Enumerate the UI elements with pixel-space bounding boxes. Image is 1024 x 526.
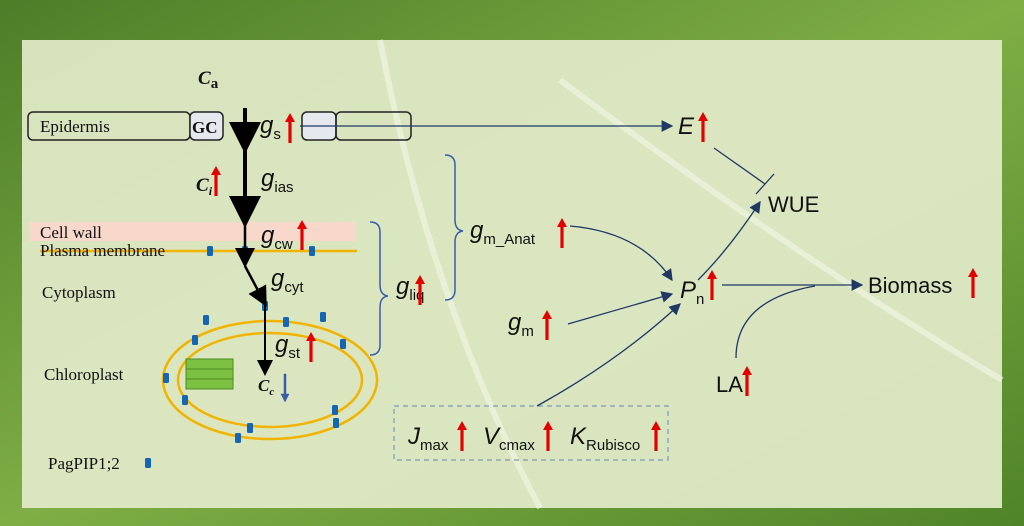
jmax-label: Jmax xyxy=(407,423,449,454)
gcyt-label: gcyt xyxy=(271,265,304,296)
chloroplast-label: Chloroplast xyxy=(44,365,124,384)
gm-anat-to-pn-arrow xyxy=(569,225,673,282)
biochem-to-pn-arrow xyxy=(536,303,681,407)
la-label: LA xyxy=(716,372,743,397)
cytoplasm-label: Cytoplasm xyxy=(42,283,116,302)
la-to-biomass-arrow xyxy=(735,285,816,359)
gm-anat-label: gm_Anat xyxy=(470,217,536,248)
cell-wall-band xyxy=(30,222,356,241)
wue-label: WUE xyxy=(768,192,819,217)
gm-label: gm xyxy=(508,309,534,340)
grana-stack xyxy=(185,358,234,390)
leaf-vein xyxy=(377,39,1004,510)
gliq-brace xyxy=(369,221,389,356)
guard-cell-box xyxy=(189,111,224,141)
gcw-label: gcw xyxy=(261,222,293,253)
gm-to-pn-arrow xyxy=(567,291,674,325)
cc-label: Cc xyxy=(258,376,274,398)
vcmax-label: Vcmax xyxy=(483,423,535,454)
gm-anat-brace xyxy=(444,154,464,301)
aquaporin-legend-label: PagPIP1;2 xyxy=(48,454,120,473)
ca-label: Ca xyxy=(198,68,219,92)
pn-to-wue-arrow xyxy=(697,200,761,281)
cc-down-arrow-icon xyxy=(280,373,290,403)
pn-label: Pn xyxy=(680,277,704,308)
cell-wall-label: Cell wall xyxy=(40,223,102,242)
co2-diffusion-path xyxy=(229,108,273,376)
plasma-membrane-label: Plasma membrane xyxy=(40,241,165,260)
ci-label: Ci xyxy=(196,175,213,198)
gs-label: gs xyxy=(260,112,281,143)
guard-cell-label: GC xyxy=(192,118,218,137)
biochemical-limits-box xyxy=(393,405,669,461)
aquaporin-legend-icon xyxy=(145,458,151,468)
biomass-label: Biomass xyxy=(868,273,952,298)
epidermis-label: Epidermis xyxy=(40,117,110,136)
krubisco-label: KRubisco xyxy=(570,423,640,454)
gst-label: gst xyxy=(275,331,301,362)
e-label: E xyxy=(678,113,695,140)
chloroplast-inner-membrane xyxy=(176,331,364,429)
gias-label: gias xyxy=(261,165,294,196)
e-inhibits-wue-line xyxy=(713,147,775,195)
